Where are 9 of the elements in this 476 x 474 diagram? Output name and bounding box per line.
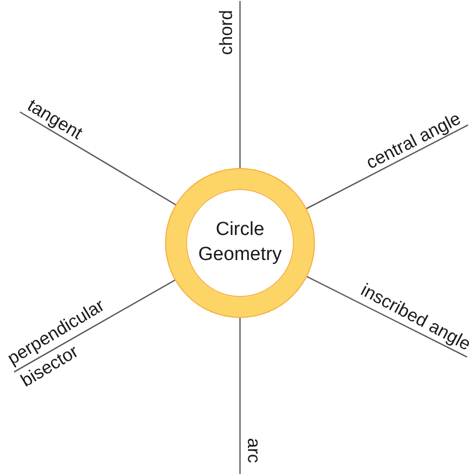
connector-line: [306, 276, 468, 358]
connector-line: [14, 279, 176, 373]
branch-label: chord: [217, 8, 237, 58]
connector-line: [20, 111, 177, 206]
topic-title: Circle Geometry: [197, 218, 283, 267]
connector-line: [305, 124, 468, 210]
connector-line: [239, 1, 241, 169]
branch-label: arc: [243, 436, 263, 466]
connector-line: [239, 317, 241, 474]
